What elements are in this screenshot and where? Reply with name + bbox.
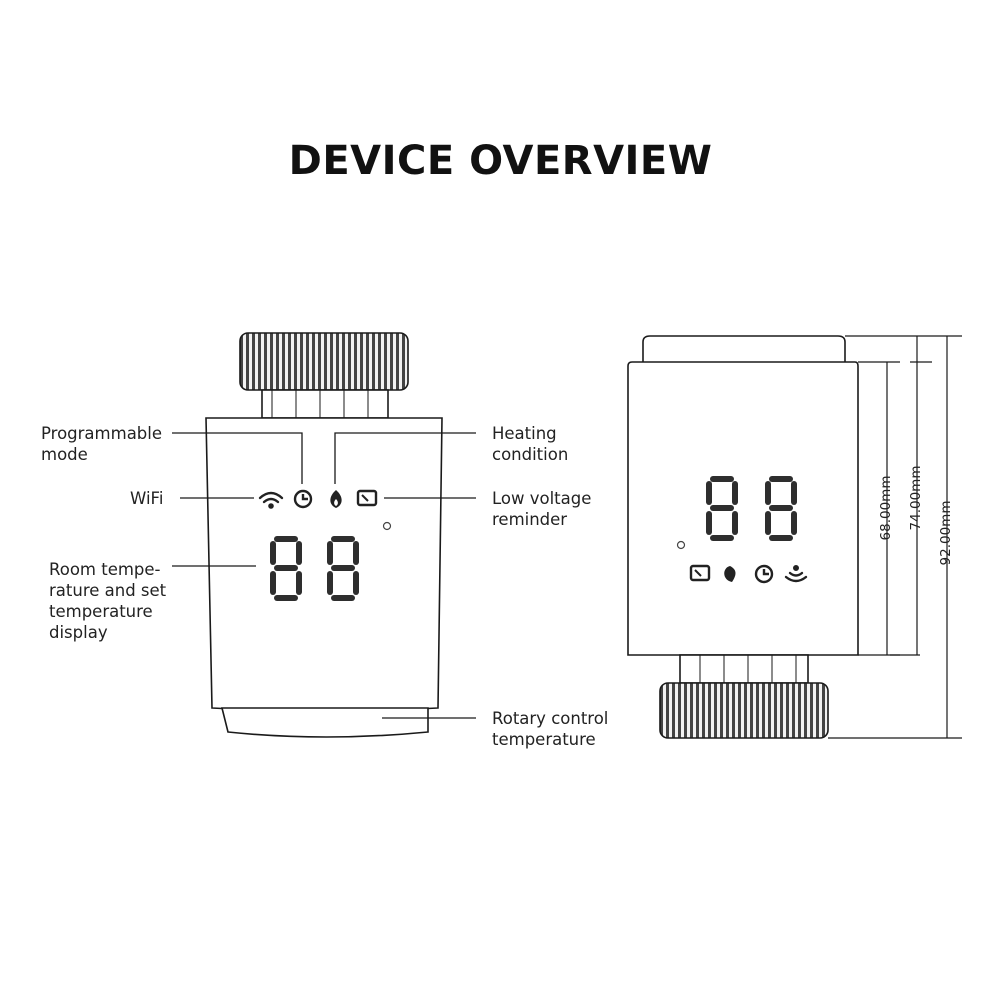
leaf-icon xyxy=(724,566,736,582)
side-view xyxy=(627,335,859,739)
dimension-housing-height: 74.00mm xyxy=(908,465,924,531)
clock-icon xyxy=(754,564,774,584)
label-low-voltage: Low voltage reminder xyxy=(492,489,592,529)
signal-icon xyxy=(784,565,808,583)
side-cap xyxy=(642,335,846,362)
page-title: DEVICE OVERVIEW xyxy=(288,138,713,184)
dimension-total-height: 92.00mm xyxy=(938,500,954,566)
label-programmable-mode: Programmable mode xyxy=(41,424,163,464)
leader-lines-front xyxy=(172,432,476,719)
rotary-ring xyxy=(220,707,429,738)
clock-icon xyxy=(293,489,313,509)
label-room-temperature: Room tempe- rature and set temperature d… xyxy=(49,560,167,642)
battery-icon xyxy=(689,564,711,582)
label-rotary-control: Rotary control temperature xyxy=(492,709,609,749)
front-view xyxy=(205,332,443,738)
front-body xyxy=(205,417,443,712)
indicator-dot-side xyxy=(676,540,686,550)
battery-icon xyxy=(356,489,378,507)
side-body xyxy=(627,361,859,656)
rotary-knob-side xyxy=(659,682,829,739)
wifi-icon xyxy=(258,491,284,509)
dimension-body-height: 68.00mm xyxy=(878,475,894,541)
label-wifi: WiFi xyxy=(130,489,164,508)
rotary-knob-top xyxy=(239,332,409,391)
dimension-lines xyxy=(828,335,962,739)
label-heating-condition: Heating condition xyxy=(492,424,569,464)
indicator-dot xyxy=(382,521,392,531)
flame-icon xyxy=(330,490,342,508)
